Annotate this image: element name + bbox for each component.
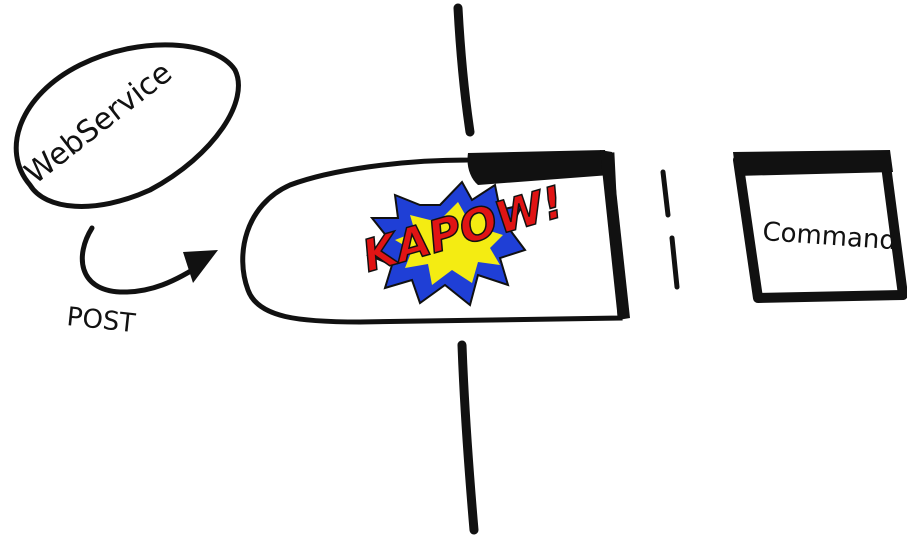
command-box-top-cap [733, 150, 893, 176]
kapow-capsule: KAPOW! [243, 150, 630, 322]
post-arrow: POST [65, 228, 218, 339]
post-label: POST [65, 302, 136, 339]
webservice-node: WebService [16, 45, 238, 207]
post-arrow-head [183, 250, 218, 283]
command-label: Command [762, 217, 897, 256]
boundary-line-top [458, 8, 470, 132]
capsule-top-cap [467, 150, 610, 185]
separator-dash-bottom [672, 238, 677, 287]
webservice-label: WebService [18, 55, 178, 191]
boundary-line-bottom [462, 345, 474, 530]
command-node: Command [733, 150, 903, 298]
kapow-burst: KAPOW! [357, 177, 569, 305]
separator-dash-top [663, 172, 668, 215]
